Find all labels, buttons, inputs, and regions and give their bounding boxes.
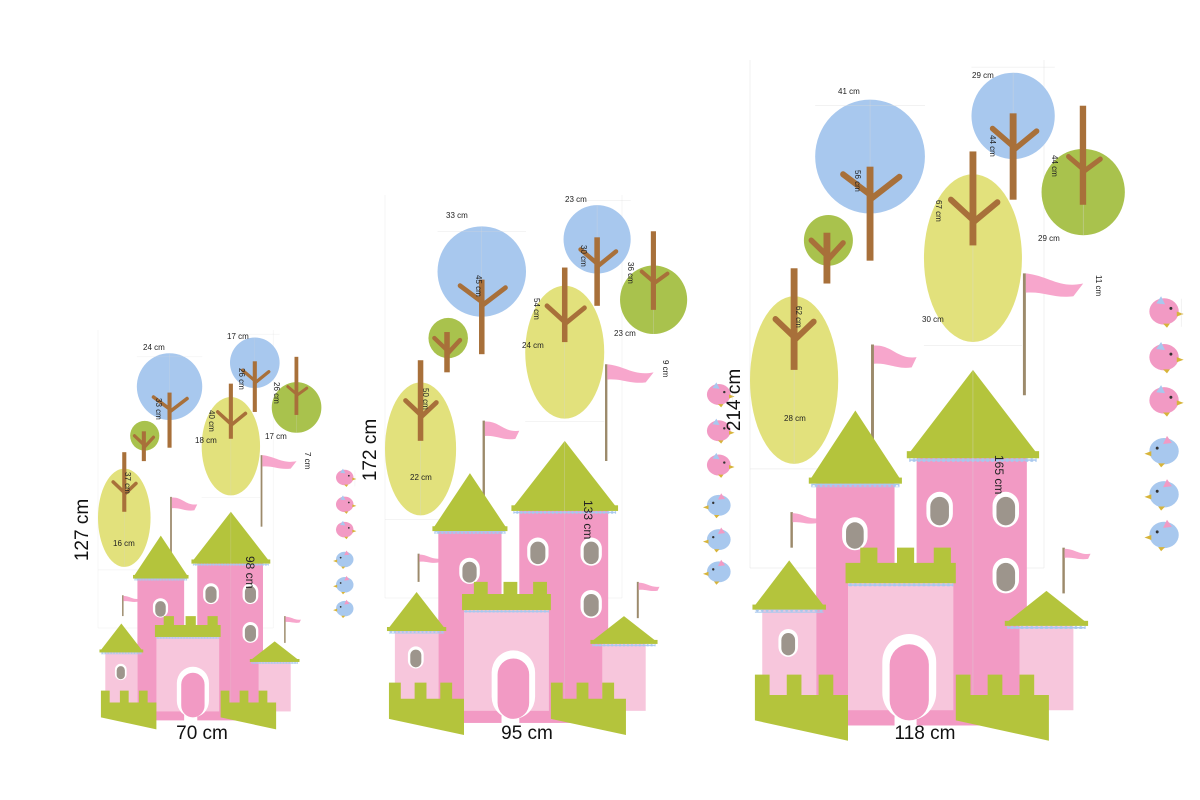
label-tree-green-h: 36 cm [626,262,635,284]
panel-medium: 33 cm 45 cm 23 cm 30 cm 36 cm 54 cm 24 c… [360,195,735,744]
label-tree-yellow-left-w: 16 cm [113,539,135,548]
label-tree-yellow-left-h: 37 cm [123,472,132,494]
panel-large-width-label: 118 cm [895,723,956,744]
label-tree-yellow-mid-h: 67 cm [934,200,943,222]
label-bird-h: 9 cm [661,360,670,378]
label-tree-blue-small-w: 23 cm [565,195,587,204]
label-tree-yellow-left-h: 62 cm [794,306,803,328]
label-tree-green-h: 26 cm [272,382,281,404]
label-castle-h: 165 cm [992,455,1006,494]
label-castle-h: 98 cm [243,556,257,589]
label-tree-blue-big-h: 45 cm [474,275,483,297]
label-tree-yellow-mid-h: 40 cm [207,410,216,432]
label-tree-yellow-mid-w: 24 cm [522,341,544,350]
label-flag-w: 23 cm [614,329,636,338]
label-tree-blue-small-h: 30 cm [579,245,588,267]
label-tree-yellow-left-h: 50 cm [421,388,430,410]
label-flag-w: 17 cm [265,432,287,441]
panel-small: 24 cm 33 cm 17 cm 26 cm 26 cm 40 cm 18 c… [72,328,359,744]
panel-small-width-label: 70 cm [176,723,228,744]
label-tree-yellow-mid-w: 18 cm [195,436,217,445]
label-tree-blue-big-h: 33 cm [154,398,163,420]
label-tree-blue-big-h: 56 cm [853,170,862,192]
label-flag-w: 29 cm [1038,234,1060,243]
label-tree-yellow-left-w: 28 cm [784,414,806,423]
label-tree-blue-small-w: 17 cm [227,332,249,341]
label-tree-blue-big-w: 41 cm [838,87,860,96]
label-tree-blue-small-h: 26 cm [237,368,246,390]
label-tree-blue-big-w: 24 cm [143,343,165,352]
label-tree-blue-small-h: 44 cm [988,135,997,157]
label-tree-yellow-mid-w: 30 cm [922,315,944,324]
label-castle-h: 133 cm [581,500,595,539]
label-tree-blue-big-w: 33 cm [446,211,468,220]
panel-large: 41 cm 56 cm 29 cm 44 cm 44 cm 67 cm 30 c… [724,60,1184,744]
label-bird-h: 11 cm [1094,275,1103,297]
label-tree-blue-small-w: 29 cm [972,71,994,80]
label-bird-h: 7 cm [303,452,312,470]
label-tree-yellow-mid-h: 54 cm [532,298,541,320]
panel-medium-height-label: 172 cm [360,419,381,481]
label-tree-yellow-left-w: 22 cm [410,473,432,482]
panel-large-height-label: 214 cm [724,369,745,431]
panel-medium-width-label: 95 cm [501,723,553,744]
label-tree-green-h: 44 cm [1050,155,1059,177]
panel-small-height-label: 127 cm [72,499,93,561]
